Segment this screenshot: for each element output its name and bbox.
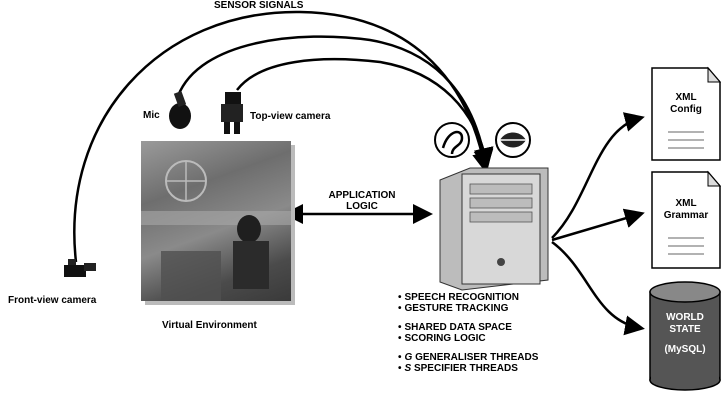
xml-config-label: XML Config [656, 92, 716, 116]
computer-icon [439, 167, 549, 291]
virtual-environment-image [141, 141, 291, 301]
virtual-environment-scene [141, 160, 291, 301]
spacer [655, 336, 715, 344]
bullet-group-recognition: SPEECH RECOGNITION GESTURE TRACKING [398, 292, 538, 314]
sensor-signals-title: SENSOR SIGNALS [214, 0, 304, 11]
document-icon [651, 170, 721, 269]
xml-config-line2: Config [670, 104, 702, 115]
top-view-camera-label: Top-view camera [250, 111, 331, 122]
xml-config-line1: XML [675, 92, 697, 103]
ear-icon [434, 122, 470, 158]
world-state-line1: WORLD [666, 312, 704, 323]
bullet-group-data: SHARED DATA SPACE SCORING LOGIC [398, 322, 538, 344]
thread-text: SPECIFIER THREADS [411, 363, 518, 374]
thread-text: GENERALISER THREADS [412, 352, 539, 363]
xml-grammar-line2: Grammar [663, 210, 709, 221]
database-icon [649, 281, 721, 391]
mic-signal-arrow [176, 35, 494, 170]
world-state-label: WORLD STATE (MySQL) [655, 312, 715, 356]
top-view-camera-icon [221, 92, 243, 134]
application-logic-line1: APPLICATION [328, 190, 396, 201]
xml-grammar-line1: XML [675, 198, 697, 209]
world-state-line2: STATE [669, 324, 701, 335]
document-icon [651, 66, 721, 161]
top-camera-signal-arrow [236, 57, 494, 168]
application-logic-label: APPLICATION LOGIC [316, 190, 408, 212]
application-logic-line2: LOGIC [346, 201, 378, 212]
xml-grammar-label: XML Grammar [656, 198, 716, 222]
bullet-item: SPEECH RECOGNITION [398, 292, 538, 303]
to-xml-grammar-arrow [551, 208, 645, 242]
front-view-camera-icon [64, 259, 96, 277]
mic-label: Mic [143, 110, 160, 121]
bullet-item: SHARED DATA SPACE [398, 322, 538, 333]
capability-list: SPEECH RECOGNITION GESTURE TRACKING SHAR… [398, 292, 539, 382]
bullet-item: S SPECIFIER THREADS [398, 363, 538, 374]
bullet-item: G GENERALISER THREADS [398, 352, 539, 363]
lips-icon [495, 122, 531, 158]
to-xml-config-arrow [551, 112, 645, 239]
virtual-environment-label: Virtual Environment [162, 320, 257, 331]
world-state-line3: (MySQL) [664, 344, 706, 355]
thread-letter-g: G [404, 352, 413, 363]
bullet-item: GESTURE TRACKING [398, 303, 538, 314]
front-view-camera-label: Front-view camera [8, 295, 97, 306]
mic-icon [169, 91, 191, 129]
bullet-item: SCORING LOGIC [398, 333, 538, 344]
thread-letter-s: S [404, 363, 412, 374]
to-world-state-arrow [551, 240, 645, 336]
bullet-group-threads: G GENERALISER THREADS S SPECIFIER THREAD… [398, 352, 539, 374]
